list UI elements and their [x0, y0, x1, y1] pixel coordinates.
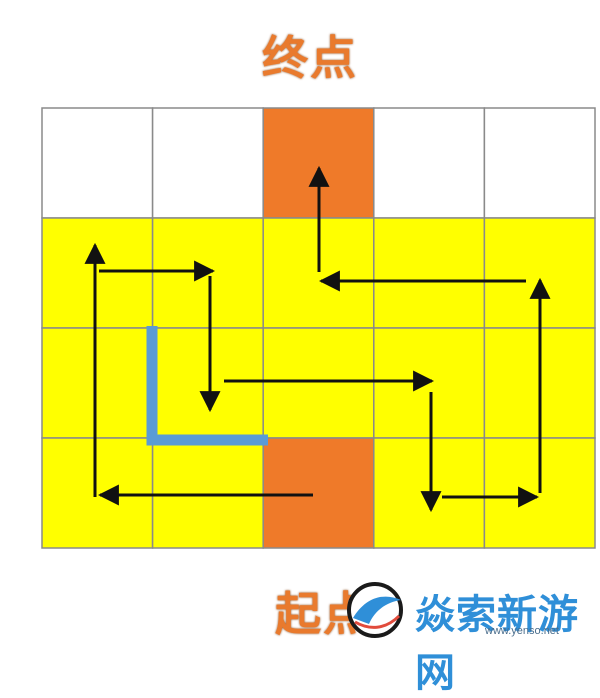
watermark-url: www.yenso.net — [485, 625, 559, 637]
grid-cell-yellow — [151, 327, 264, 439]
grid-cell-yellow — [151, 217, 264, 329]
grid-cells — [41, 107, 596, 549]
grid-cell-yellow — [41, 217, 154, 329]
grid-cell-yellow — [151, 437, 264, 549]
grid-cell-white — [483, 107, 596, 219]
grid-cell-yellow — [41, 327, 154, 439]
wall-l-shape — [146, 326, 268, 446]
end-point-label: 终点 — [262, 31, 358, 85]
grid-cell-yellow — [262, 327, 375, 439]
grid-cell-white — [151, 107, 264, 219]
path-arrows — [84, 165, 551, 513]
grid-cell-yellow — [373, 217, 486, 329]
grid-cell-white — [41, 107, 154, 219]
watermark-logo-icon — [347, 582, 403, 638]
grid-cell-yellow — [373, 437, 486, 549]
maze-board — [41, 107, 596, 549]
grid-cell-yellow — [41, 437, 154, 549]
grid-cell-orange — [262, 437, 375, 549]
grid-cell-white — [373, 107, 486, 219]
watermark: 焱索新游网 www.yenso.net — [345, 580, 600, 696]
watermark-text: 焱索新游网 — [415, 592, 579, 696]
grid-cell-yellow — [373, 327, 486, 439]
